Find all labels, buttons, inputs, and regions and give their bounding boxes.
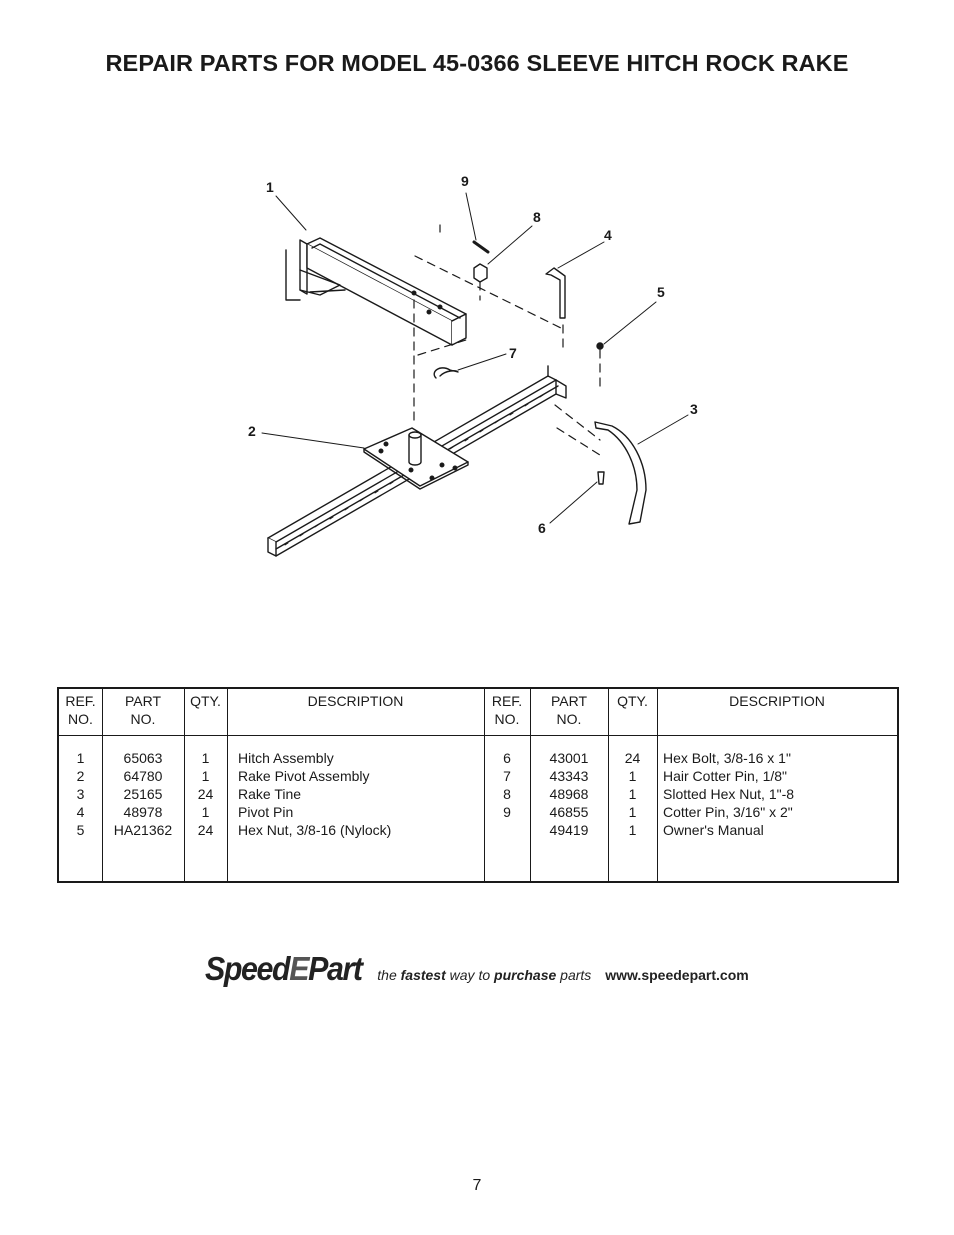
tagline: the fastest way to purchase parts	[377, 967, 592, 983]
callout-3: 3	[690, 401, 698, 417]
hitch-assembly-drawing	[285, 237, 467, 346]
part-numbers-left: 65063 64780 25165 48978 HA21362	[113, 750, 173, 838]
hex-bolt-drawing	[597, 471, 605, 485]
col-divider	[657, 689, 658, 881]
ref-numbers-right: 6 7 8 9	[503, 750, 511, 820]
header-qty: QTY.	[617, 693, 648, 709]
website-link[interactable]: www.speedepart.com	[605, 967, 749, 983]
ref-numbers-left: 1 2 3 4 5	[76, 750, 85, 838]
callout-8: 8	[533, 209, 541, 225]
col-divider	[227, 689, 228, 881]
header-ref: REF. NO.	[491, 693, 523, 727]
callout-7: 7	[509, 345, 517, 361]
slotted-nut-drawing	[473, 263, 488, 283]
cotter-pin-drawing	[472, 240, 490, 254]
header-description: DESCRIPTION	[307, 693, 404, 709]
header-part: PART NO.	[550, 693, 588, 727]
header-ref: REF. NO.	[65, 693, 96, 727]
col-divider	[184, 689, 185, 881]
page-title: REPAIR PARTS FOR MODEL 45-0366 SLEEVE HI…	[105, 50, 849, 76]
rake-pivot-plate-drawing	[363, 427, 469, 490]
parts-table: REF. NO. PART NO. QTY. DESCRIPTION REF. …	[57, 687, 899, 883]
descriptions-right: Hex Bolt, 3/8-16 x 1" Hair Cotter Pin, 1…	[663, 750, 795, 838]
callout-4: 4	[604, 227, 612, 243]
header-part: PART NO.	[124, 693, 162, 727]
col-divider	[484, 689, 485, 881]
part-numbers-right: 43001 43343 48968 46855 49419	[549, 750, 589, 838]
header-rule	[59, 735, 897, 736]
hex-nut-drawing	[596, 342, 604, 350]
hair-cotter-drawing	[433, 367, 459, 379]
callout-1: 1	[266, 179, 274, 195]
rake-tine-drawing	[594, 421, 647, 525]
quantities-right: 24 1 1 1 1	[624, 750, 641, 838]
callout-6: 6	[538, 520, 546, 536]
page-number: 7	[472, 1177, 482, 1194]
quantities-left: 1 1 24 1 24	[197, 750, 214, 838]
col-divider	[102, 689, 103, 881]
descriptions-left: Hitch Assembly Rake Pivot Assembly Rake …	[238, 750, 392, 838]
callout-9: 9	[461, 173, 469, 189]
header-qty: QTY.	[190, 693, 221, 709]
callout-2: 2	[248, 423, 256, 439]
speedepart-footer: SpeedEPart the fastest way to purchase p…	[205, 950, 749, 987]
pivot-pin-drawing	[545, 267, 566, 319]
callout-5: 5	[657, 284, 665, 300]
exploded-parts-diagram: 1 2 3 4 5 6 7 8 9	[248, 173, 698, 557]
col-divider	[530, 689, 531, 881]
speedepart-logo: SpeedEPart	[205, 950, 363, 987]
header-description: DESCRIPTION	[729, 693, 825, 709]
col-divider	[608, 689, 609, 881]
